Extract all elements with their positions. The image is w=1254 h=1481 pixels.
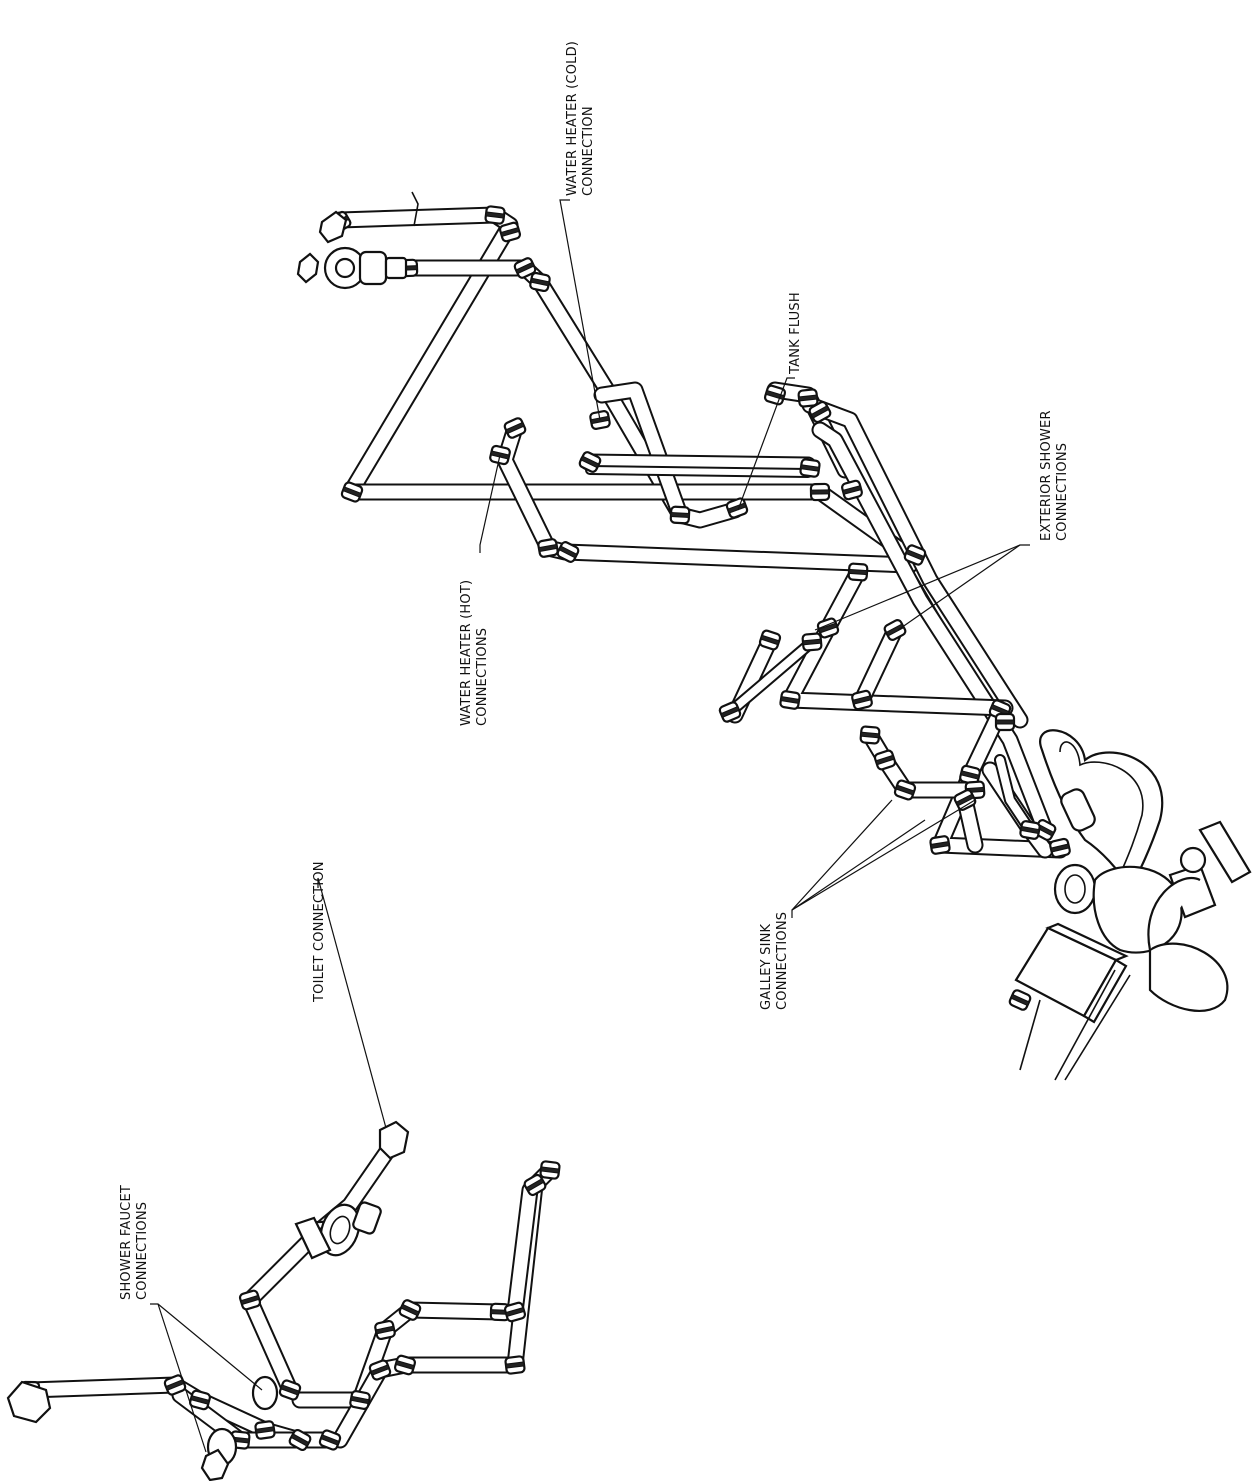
pipe-fitting-band [515,261,535,275]
label-water-heater-cold-line1: WATER HEATER (COLD) [565,41,580,196]
label-shower-faucet-line2: CONNECTIONS [135,1202,150,1300]
label-shower-faucet: SHOWER FAUCET CONNECTIONS [119,1185,150,1300]
pipe-fitting-band [780,696,800,704]
fittings [19,205,1071,1452]
pipe-fitting-band [955,793,975,807]
label-water-heater-hot: WATER HEATER (HOT) CONNECTIONS [459,580,490,726]
pipe-fitting-band [760,634,780,646]
label-shower-faucet-line1: SHOWER FAUCET [119,1185,134,1300]
label-water-heater-cold: WATER HEATER (COLD) CONNECTION [565,41,596,196]
pipe-segment-fill [996,756,1034,834]
pipe-segment-fill [726,638,816,716]
pipe-fitting-band [810,405,830,419]
pipe-segment-fill [783,565,1012,715]
pipe-fitting-band [485,211,505,219]
pipe-fitting-band [375,1325,395,1335]
label-exterior-shower-line1: EXTERIOR SHOWER [1039,410,1054,541]
toilet-valve-assembly [294,1120,410,1260]
label-galley-sink-line1: GALLEY SINK [759,923,774,1010]
pipe-fitting-band [995,719,1015,725]
pipe-fitting-band [500,226,520,238]
inlet-valve-assembly [296,191,419,290]
pipe-fitting-band [240,1294,260,1306]
label-tank-flush: TANK FLUSH [788,292,803,375]
label-tank-flush-line1: TANK FLUSH [788,292,803,375]
pipe-segment-fill [581,455,815,472]
pipe-fitting-band [802,638,822,646]
pipe-segment-fill [813,423,1052,837]
pipe-fitting-band [342,486,362,498]
pipe-fitting-band [580,455,600,469]
label-galley-sink: GALLEY SINK CONNECTIONS [759,912,790,1010]
pipe-fitting-band [395,1359,415,1371]
label-water-heater-hot-line2: CONNECTIONS [475,628,490,726]
label-toilet-line1: TOILET CONNECTION [312,861,327,1003]
pipe-fitting-band [852,695,872,705]
pipe-fitting-band [895,784,915,796]
pipe-segment-fill [863,728,982,797]
pipe-fitting-band [525,1178,545,1192]
shower-faucet-assembly [6,1375,279,1481]
pipe-segment-fill [243,1293,297,1397]
pipe-fitting-band [875,754,895,766]
water-pump [1014,729,1252,1081]
pipe-fitting-band [1020,825,1040,835]
label-water-heater-cold-line2: CONNECTION [581,106,596,196]
pipe-fitting-band [930,841,950,849]
pipe-fitting-band [350,1395,370,1405]
pipe-fitting-band [842,485,862,495]
pipe-fitting-band [505,421,525,435]
pipe-fitting-band [505,1361,525,1369]
leader-lines [150,199,1030,1453]
label-galley-sink-line2: CONNECTIONS [775,912,790,1010]
pipe-fitting-band [190,1395,210,1405]
pipe-fitting-band [818,622,838,634]
pipe-segment-fill [508,1183,537,1319]
pipe-fitting-band [505,1306,525,1318]
pipe-segment-fill [933,705,1067,857]
pipe-fitting-band [800,464,820,472]
pipe-fitting-band [905,549,925,561]
pipe-fitting-band [290,1433,310,1447]
pipe-fitting-band [280,1384,300,1396]
pipe-fitting-band [960,770,980,780]
label-exterior-shower-line2: CONNECTIONS [1055,443,1070,541]
pipe-fitting-band [798,394,818,402]
pipe-fitting-band [810,489,830,495]
pipe-fitting-band [255,1426,275,1434]
pipe-fitting-band [400,1303,420,1317]
pipe-fitting-band [670,512,690,518]
pipe-fitting-band [1010,993,1030,1007]
pipe-fitting-band [848,568,868,576]
label-exterior-shower: EXTERIOR SHOWER CONNECTIONS [1039,410,1070,541]
pipe-fitting-band [530,277,550,287]
pipe-network-upper [331,206,1069,859]
pipe-fitting-band [538,543,558,553]
pipe-fitting-band [558,545,578,559]
pipe-fitting-band [885,623,905,637]
pipe-segment-fill [855,623,902,707]
pipe-fitting-band [720,705,740,719]
pipe-segment-fill [587,467,811,476]
pipe-fitting-band [860,731,880,739]
label-water-heater-hot-line1: WATER HEATER (HOT) [459,580,474,726]
pipe-fitting-band [320,1434,340,1446]
label-toilet: TOILET CONNECTION [312,861,327,1003]
pipe-fitting-band [1050,843,1070,853]
pipe-fitting-band [540,1166,560,1174]
pipe-fitting-band [370,1364,390,1376]
